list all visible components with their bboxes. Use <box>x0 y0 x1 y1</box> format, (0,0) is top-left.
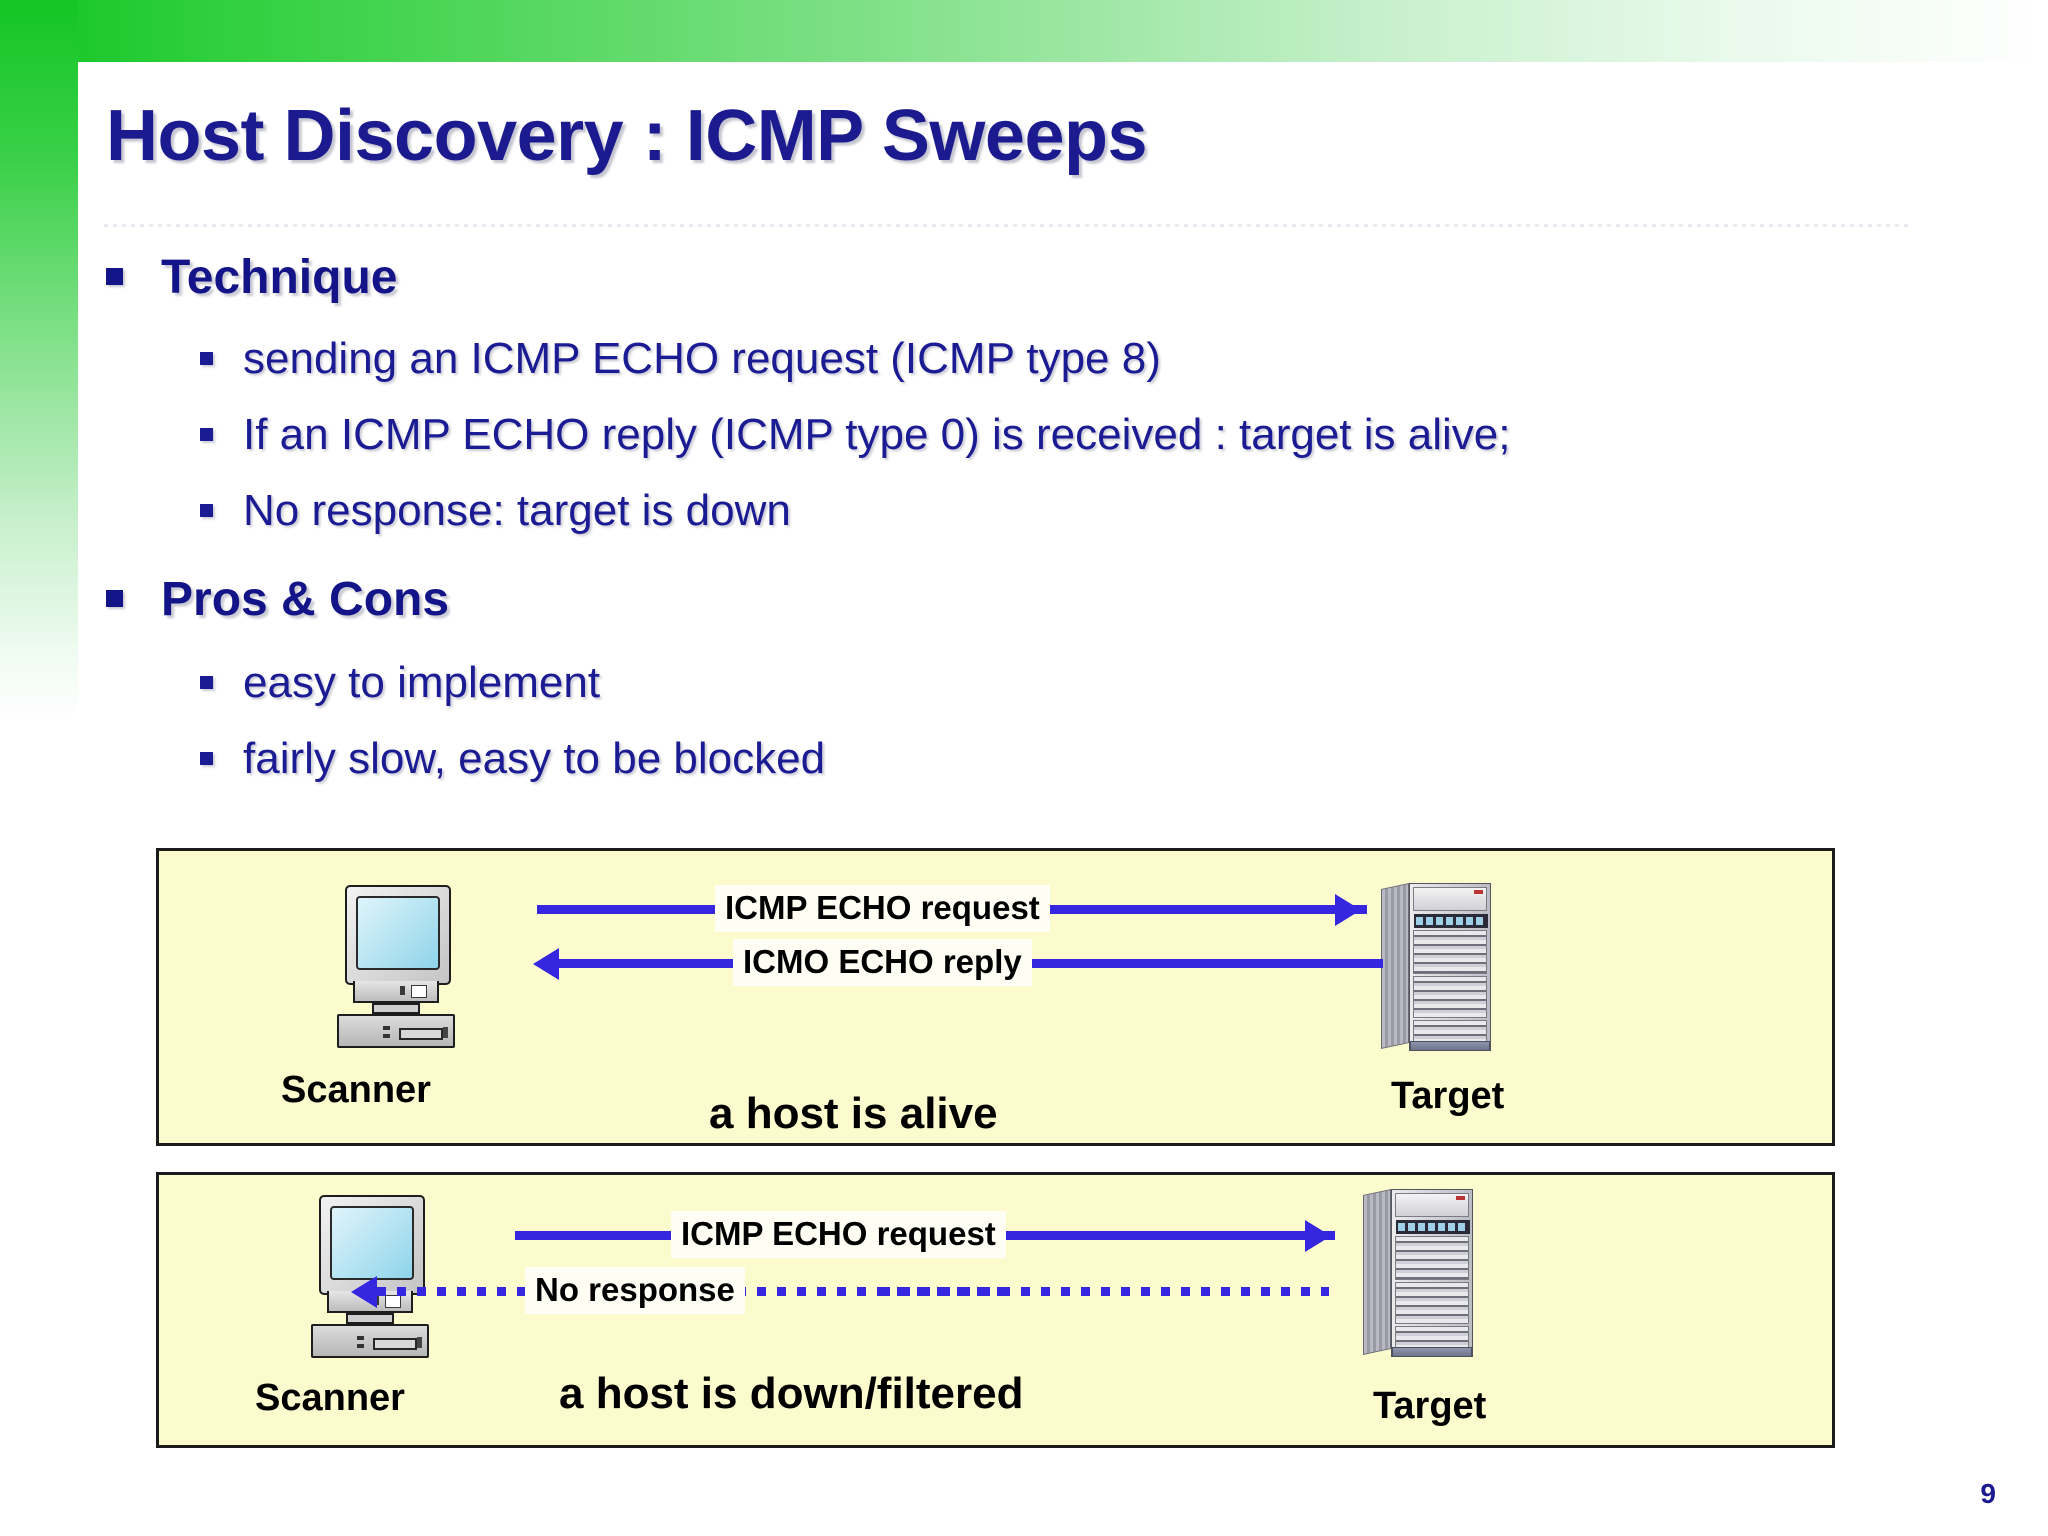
sub-bullet-fairly-slow-label: fairly slow, easy to be blocked <box>243 734 826 783</box>
node-label-scanner: Scanner <box>281 1069 431 1111</box>
bullet-square-icon <box>200 503 213 517</box>
bullet-technique: Technique <box>106 250 397 305</box>
sub-bullet-echo-request: sending an ICMP ECHO request (ICMP type … <box>200 334 1161 384</box>
arrow-head-right-icon <box>1335 894 1361 926</box>
diagram-caption-host-alive: a host is alive <box>709 1089 998 1138</box>
node-label-target: Target <box>1373 1385 1487 1427</box>
green-gradient-top-band <box>0 0 2048 62</box>
arrow-label-no-response: No response <box>525 1267 745 1314</box>
bullet-square-icon <box>106 590 123 608</box>
bullet-square-icon <box>200 675 213 689</box>
title-divider <box>104 224 1910 227</box>
node-label-target: Target <box>1391 1075 1505 1117</box>
sub-bullet-easy-implement-label: easy to implement <box>243 658 601 707</box>
green-gradient-left-band <box>0 0 78 720</box>
bullet-square-icon <box>200 427 213 441</box>
sub-bullet-echo-reply-label: If an ICMP ECHO reply (ICMP type 0) is r… <box>243 410 1511 459</box>
page-number: 9 <box>1980 1478 1996 1509</box>
sub-bullet-easy-implement: easy to implement <box>200 658 600 708</box>
page-title: Host Discovery : ICMP Sweeps <box>106 96 1148 176</box>
sub-bullet-fairly-slow: fairly slow, easy to be blocked <box>200 734 825 784</box>
diagram-host-alive: Scanner Target ICMP ECHO request ICMO EC… <box>156 848 1835 1146</box>
arrow-head-left-icon <box>351 1276 377 1308</box>
diagram-host-down: Scanner Target ICMP ECHO request No resp… <box>156 1172 1835 1448</box>
diagram-caption-host-down: a host is down/filtered <box>559 1369 1024 1418</box>
sub-bullet-echo-reply: If an ICMP ECHO reply (ICMP type 0) is r… <box>200 410 1510 460</box>
bullet-technique-label: Technique <box>161 251 398 304</box>
bullet-square-icon <box>200 751 213 765</box>
arrow-head-left-icon <box>533 948 559 980</box>
bullet-pros-cons-label: Pros & Cons <box>161 573 450 626</box>
bullet-pros-cons: Pros & Cons <box>106 572 449 627</box>
node-label-scanner: Scanner <box>255 1377 405 1419</box>
dotted-line-no-response-right <box>881 1287 1329 1296</box>
arrow-head-right-icon <box>1305 1220 1331 1252</box>
bullet-square-icon <box>200 351 213 365</box>
arrow-label-echo-reply: ICMO ECHO reply <box>733 939 1032 986</box>
bullet-square-icon <box>106 268 123 286</box>
sub-bullet-no-response-label: No response: target is down <box>243 486 791 535</box>
arrow-label-echo-request: ICMP ECHO request <box>715 885 1050 932</box>
sub-bullet-echo-request-label: sending an ICMP ECHO request (ICMP type … <box>243 334 1161 383</box>
arrow-label-echo-request: ICMP ECHO request <box>671 1211 1006 1258</box>
sub-bullet-no-response: No response: target is down <box>200 486 791 536</box>
